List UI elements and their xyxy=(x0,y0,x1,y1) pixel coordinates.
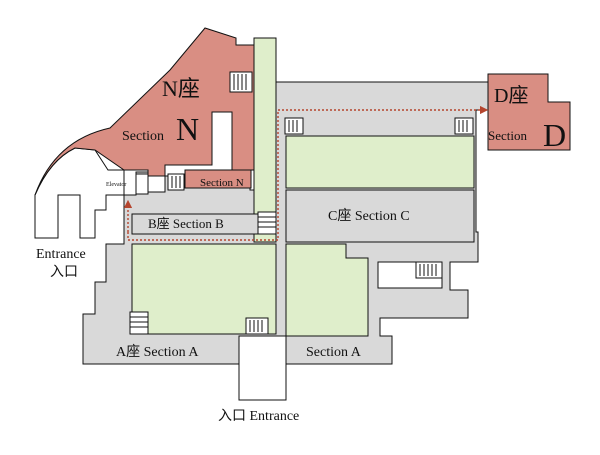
n-block-cn-label: N座 xyxy=(162,76,200,101)
stairs-icon xyxy=(167,173,185,191)
a-block-left-label: A座 Section A xyxy=(116,344,199,360)
section-n-label: Section N xyxy=(200,177,244,189)
d-block xyxy=(487,73,571,151)
stairs-icon xyxy=(284,117,304,135)
elevator-label: Elevator xyxy=(106,182,126,188)
d-block-en-label: Section xyxy=(488,128,527,143)
stairs-icon xyxy=(415,261,443,279)
d-block-letter: D xyxy=(543,117,566,153)
d-block-cn-label: D座 xyxy=(494,84,528,107)
entrance-left-wing xyxy=(34,147,125,239)
c-block xyxy=(285,189,475,243)
entrance-bottom-passage xyxy=(238,335,287,401)
stairs-icon xyxy=(245,317,269,335)
a-block-right-label: Section A xyxy=(306,345,362,360)
stairs-icon xyxy=(129,311,149,335)
n-block-en-label: Section xyxy=(122,129,164,144)
elevator-shaft xyxy=(135,173,149,195)
section-n-band xyxy=(184,169,252,189)
b-block-label: B座 Section B xyxy=(148,216,224,231)
garden-c-north xyxy=(285,135,475,189)
entrance-left-cn-label: 入口 xyxy=(50,265,78,280)
c-block-label: C座 Section C xyxy=(328,208,410,224)
n-block-letter: N xyxy=(176,111,199,147)
garden-c-south xyxy=(285,243,369,337)
entrance-left-en-label: Entrance xyxy=(36,247,86,262)
stairs-icon xyxy=(229,71,253,93)
route-arrow-icon xyxy=(127,105,489,241)
entrance-bottom-label: 入口 Entrance xyxy=(218,409,299,424)
stairs-icon xyxy=(257,211,277,235)
stairs-icon xyxy=(454,117,474,135)
n-block xyxy=(34,27,255,196)
garden-strip-north xyxy=(253,37,277,243)
